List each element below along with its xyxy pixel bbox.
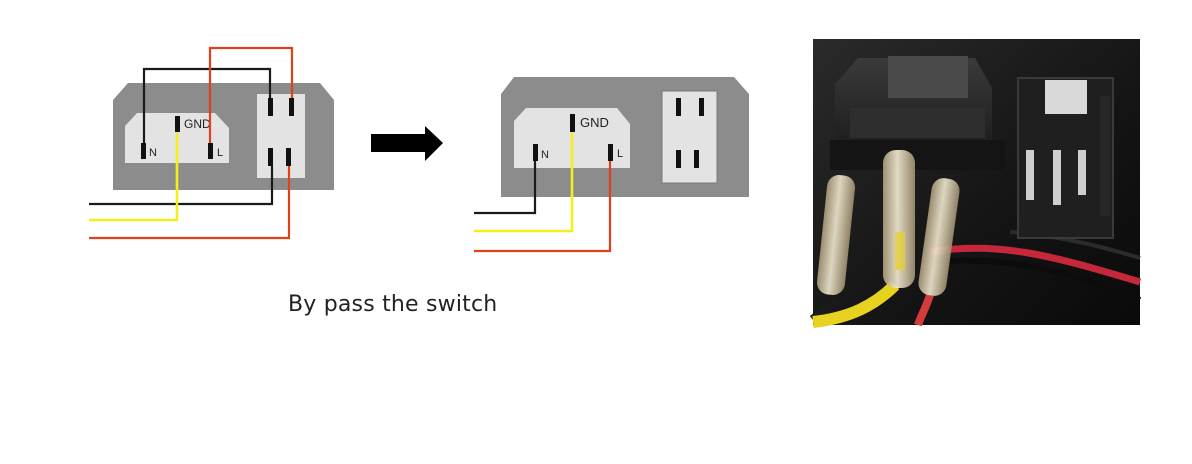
live-pin: [608, 144, 613, 161]
ground-pin: [570, 114, 575, 132]
black-neutral-wire: [474, 161, 537, 215]
live-jumper-wire: [208, 46, 294, 143]
neutral-pin: [533, 144, 538, 161]
red-live-wire: [474, 161, 612, 253]
switch-terminal: [286, 148, 291, 166]
live-label: L: [217, 147, 223, 159]
switch-terminal: [268, 98, 273, 116]
ground-pin: [175, 116, 180, 132]
live-pin: [208, 143, 213, 159]
switch-terminal: [699, 98, 704, 116]
switch-terminal: [676, 150, 681, 168]
neutral-pin: [141, 143, 146, 159]
switch-terminal: [694, 150, 699, 168]
live-label: L: [617, 148, 623, 160]
switch-block: [257, 94, 305, 178]
switch-terminal: [289, 98, 294, 116]
caption-text: By pass the switch: [288, 292, 498, 317]
switch-block: [661, 90, 718, 184]
neutral-label: N: [541, 149, 549, 161]
neutral-wire: [142, 67, 272, 143]
connector-photo: [809, 39, 1142, 328]
neutral-label: N: [149, 147, 157, 159]
yellow-ground-wire: [474, 132, 574, 233]
after-diagram: N GND L: [474, 77, 749, 253]
right-arrow-icon: [371, 126, 443, 161]
switch-terminal: [268, 148, 273, 166]
yellow-ground-wire: [89, 132, 179, 222]
black-feed-wire: [89, 166, 274, 206]
before-diagram: N GND L: [89, 46, 334, 240]
red-feed-wire: [89, 166, 291, 240]
switch-terminal: [676, 98, 681, 116]
ground-label: GND: [184, 117, 211, 131]
ground-label: GND: [580, 115, 609, 130]
